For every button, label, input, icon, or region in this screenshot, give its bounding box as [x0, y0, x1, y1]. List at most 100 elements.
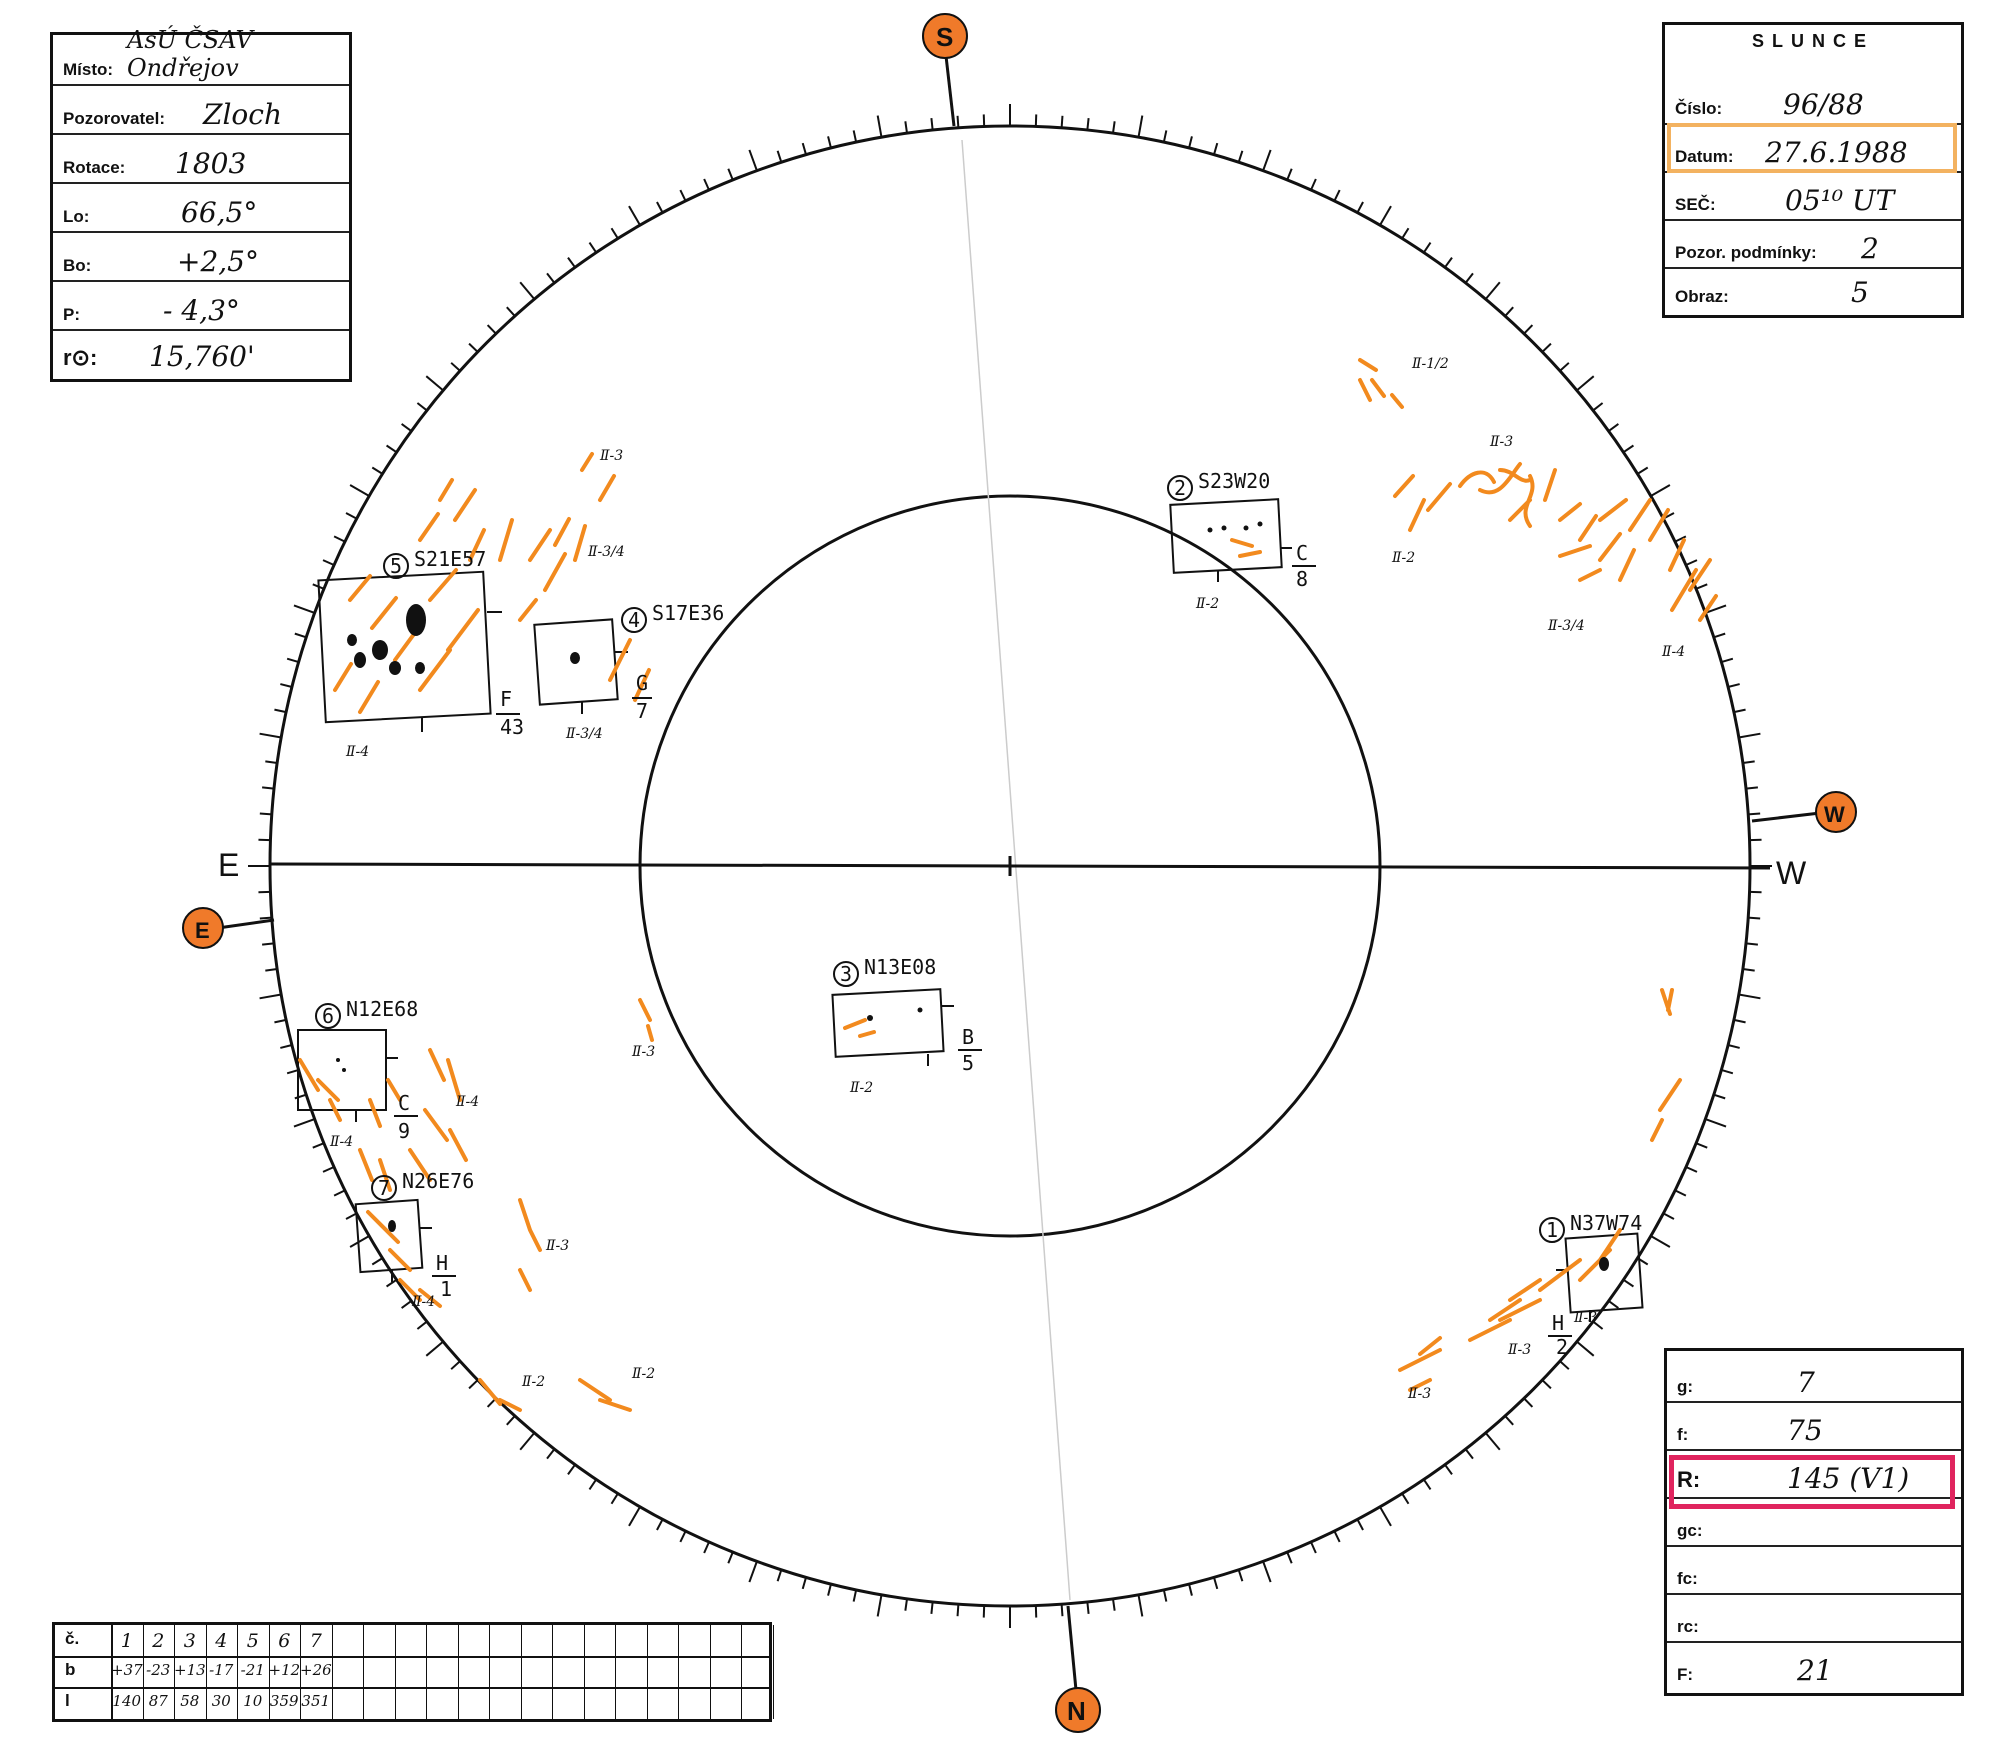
datum-highlight	[1667, 123, 1957, 173]
group-2-extra: Ⅱ-2	[1195, 596, 1219, 612]
table-row-label-no: č.	[65, 1629, 80, 1648]
group-1-box	[1564, 1232, 1644, 1314]
faculae-drawing	[298, 358, 1718, 1412]
datum-value: 27.6.1988	[1765, 136, 1908, 169]
limb-tick	[827, 1583, 832, 1596]
group-6-box	[297, 1029, 387, 1111]
observation-info-box: Místo: AsÚ ČSAV Ondřejov Pozorovatel: Zl…	[50, 26, 352, 382]
limb-tick	[1748, 916, 1761, 920]
pozor-label: Pozor. podmínky:	[1675, 243, 1817, 262]
svg-text:Ⅱ-2: Ⅱ-2	[521, 1374, 545, 1390]
limb-tick	[628, 205, 641, 226]
rc-label: rc:	[1677, 1617, 1699, 1636]
limb-tick	[416, 1320, 428, 1330]
limb-tick	[703, 1541, 710, 1554]
limb-tick	[1086, 118, 1090, 131]
limb-tick	[286, 1069, 299, 1075]
limb-tick	[294, 1093, 307, 1100]
limb-tick	[956, 1604, 960, 1617]
svg-text:Ⅱ-3: Ⅱ-3	[1489, 434, 1513, 450]
limb-tick	[1060, 115, 1064, 128]
limb-tick	[827, 136, 832, 149]
table-row-label-l: l	[65, 1691, 70, 1710]
w-marker-line	[1751, 811, 1821, 823]
svg-text:Ⅱ-2: Ⅱ-2	[631, 1366, 655, 1382]
limb-tick	[1738, 993, 1761, 1000]
group-3-class: B	[962, 1025, 974, 1049]
group-3-coord: N13E08	[864, 955, 936, 979]
limb-tick	[265, 967, 278, 972]
table-cell: 30	[211, 1692, 231, 1710]
limb-tick	[656, 201, 664, 214]
group-2-number: 2	[1174, 476, 1186, 500]
limb-tick	[1608, 423, 1619, 432]
group-4-class: G	[636, 671, 648, 695]
faculae-labels: Ⅱ-4 Ⅱ-3/4 Ⅱ-2 Ⅱ-2 Ⅱ-4 Ⅱ-4 Ⅱ-3 Ⅱ-3 Ⅱ-3/4 …	[329, 356, 1685, 1402]
limb-tick	[1464, 272, 1474, 284]
s-marker-letter: S	[936, 22, 953, 52]
record-info-box: SLUNCE Číslo: 96/88 Datum: 27.6.1988 SEČ…	[1662, 22, 1964, 318]
table-cell: 2	[152, 1630, 165, 1652]
limb-tick	[1504, 1415, 1514, 1426]
limb-tick	[876, 1594, 883, 1617]
limb-tick	[1705, 1118, 1727, 1128]
limb-tick	[259, 812, 272, 816]
limb-tick	[1650, 484, 1671, 497]
svg-text:Ⅱ-4: Ⅱ-4	[455, 1094, 479, 1110]
limb-tick	[1705, 604, 1727, 614]
group-5-area: 43	[500, 715, 524, 739]
lo-value: 66,5°	[181, 196, 258, 229]
cislo-value: 96/88	[1783, 88, 1864, 121]
limb-tick	[1622, 1278, 1634, 1288]
ns-faint-line	[961, 139, 1071, 1601]
limb-tick	[1464, 1448, 1474, 1460]
limb-tick	[333, 1189, 346, 1197]
group-2-area: 8	[1296, 567, 1308, 591]
group-3-number: 3	[840, 962, 852, 986]
table-cell: -23	[146, 1661, 171, 1679]
limb-tick	[349, 484, 370, 497]
group-1-area: 2	[1556, 1335, 1568, 1359]
limb-tick	[322, 559, 335, 566]
group-3-extra: Ⅱ-2	[849, 1080, 873, 1096]
group-5-class: F	[500, 687, 512, 711]
table-cell: 3	[183, 1630, 196, 1652]
limb-tick	[1748, 812, 1761, 816]
limb-tick	[1401, 1493, 1410, 1505]
limb-tick	[1111, 1598, 1116, 1611]
limb-tick	[1356, 1518, 1364, 1531]
limb-tick	[386, 1278, 398, 1288]
limb-tick	[656, 1518, 664, 1531]
table-cell: 10	[243, 1692, 263, 1710]
limb-tick	[801, 1577, 807, 1590]
table-cell: 58	[180, 1692, 200, 1710]
limb-tick	[852, 130, 858, 143]
limb-tick	[486, 324, 497, 335]
limb-tick	[1745, 942, 1758, 946]
limb-tick	[1559, 1360, 1570, 1370]
limb-tick	[1444, 1464, 1453, 1475]
limb-tick	[1637, 466, 1649, 475]
obraz-value: 5	[1851, 276, 1869, 309]
s-marker-circle	[922, 13, 968, 59]
group-2-class: C	[1296, 541, 1308, 565]
pozorovatel-value: Zloch	[203, 98, 282, 131]
r-label: R:	[1677, 1467, 1701, 1492]
p-label: P:	[63, 305, 80, 324]
table-cell: +26	[300, 1661, 332, 1679]
limb-tick	[259, 916, 272, 920]
limb-tick	[1310, 1541, 1317, 1554]
group-7-area: 1	[440, 1277, 452, 1301]
limb-tick	[294, 632, 307, 639]
limb-tick	[280, 683, 293, 688]
limb-tick	[416, 402, 428, 412]
limb-tick	[1523, 1397, 1534, 1408]
group-7-box	[354, 1198, 424, 1274]
limb-tick	[1310, 178, 1317, 191]
limb-tick	[679, 1530, 687, 1543]
e-marker-line	[217, 918, 275, 930]
table-cell: 140	[112, 1692, 142, 1710]
limb-tick	[1213, 1577, 1219, 1590]
svg-text:Ⅱ-3: Ⅱ-3	[599, 448, 623, 464]
group-6-coord: N12E68	[346, 997, 418, 1021]
